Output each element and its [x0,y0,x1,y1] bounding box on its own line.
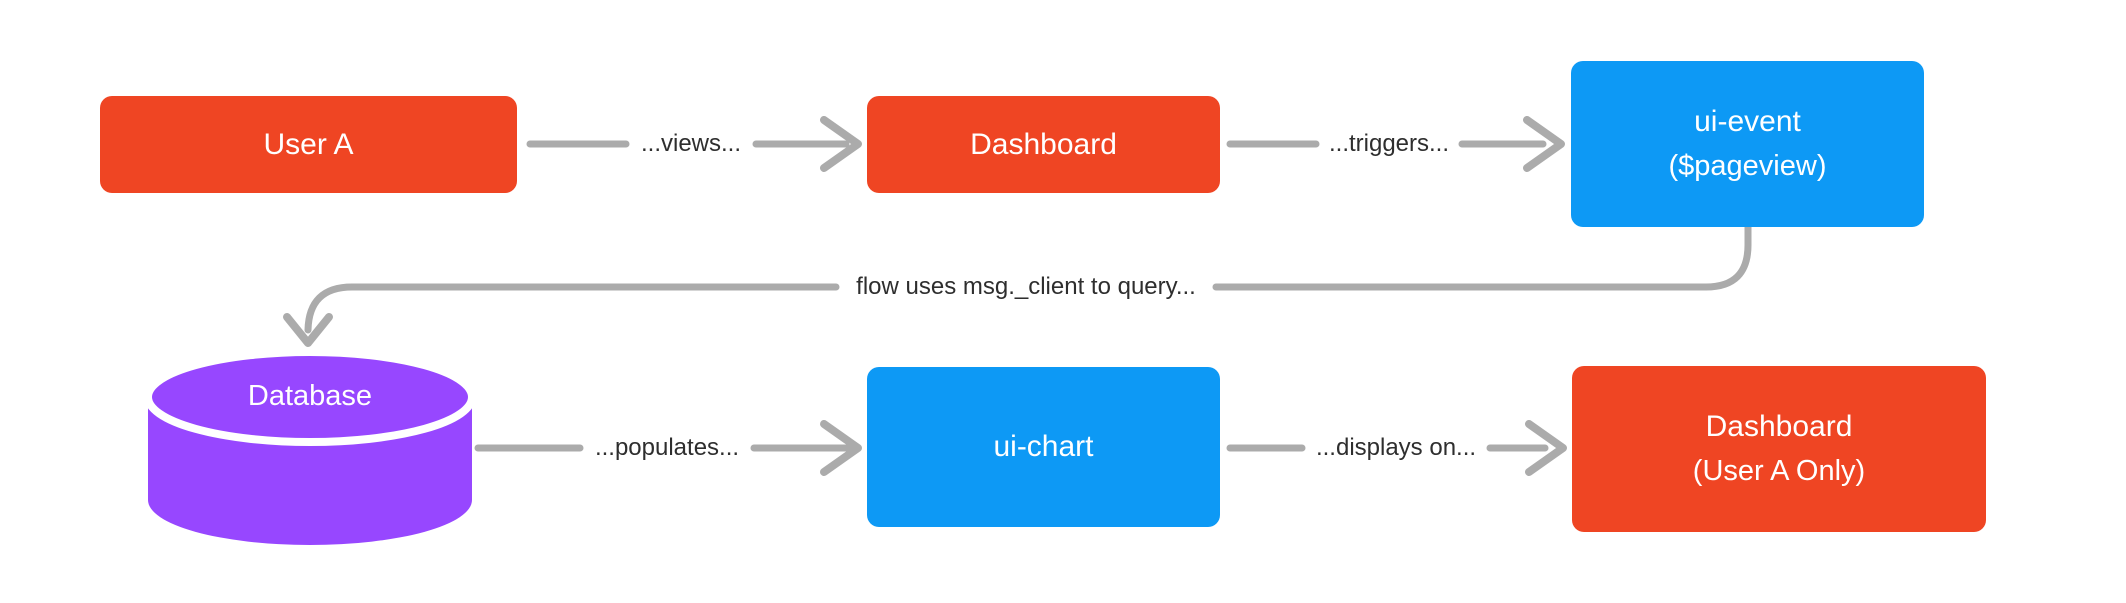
node-dashboard-user-a-only-label: Dashboard [1705,410,1853,443]
triggers-wire-label: ...triggers... [1328,130,1450,157]
node-user-a: User A [100,96,517,193]
database-cylinder [144,348,476,545]
populates-wire-label: ...populates... [594,434,740,461]
views-wire-label: ...views... [640,130,742,157]
node-user-a-label: User A [263,127,354,161]
query-wire-right [1212,223,1752,291]
node-ui-event: ui-event ($pageview) [1571,61,1924,227]
node-ui-chart: ui-chart [867,367,1220,527]
node-database-label: Database [247,379,373,412]
query-arrowhead-icon [283,313,333,347]
node-ui-chart-label: ui-chart [993,430,1094,463]
displays-on-arrowhead-icon [1525,420,1567,476]
database-cylinder-body [148,397,472,545]
displays-on-wire-label: ...displays on... [1315,434,1477,461]
views-arrowhead-icon [820,116,862,172]
query-wire-left [304,283,840,334]
database-cylinder-top [144,348,476,446]
query-wire-label: flow uses msg._client to query... [856,273,1196,300]
node-dashboard: Dashboard [867,96,1220,193]
node-dashboard-label: Dashboard [970,127,1117,161]
node-dashboard-user-a-only: Dashboard (User A Only) [1572,366,1986,532]
node-dashboard-user-a-only-sublabel: (User A Only) [1692,455,1866,487]
triggers-arrowhead-icon [1523,116,1565,172]
node-ui-event-sublabel: ($pageview) [1668,150,1827,182]
node-ui-event-label: ui-event [1694,105,1801,138]
populates-arrowhead-icon [820,420,862,476]
node-database-label-wrap: Database [148,372,472,420]
